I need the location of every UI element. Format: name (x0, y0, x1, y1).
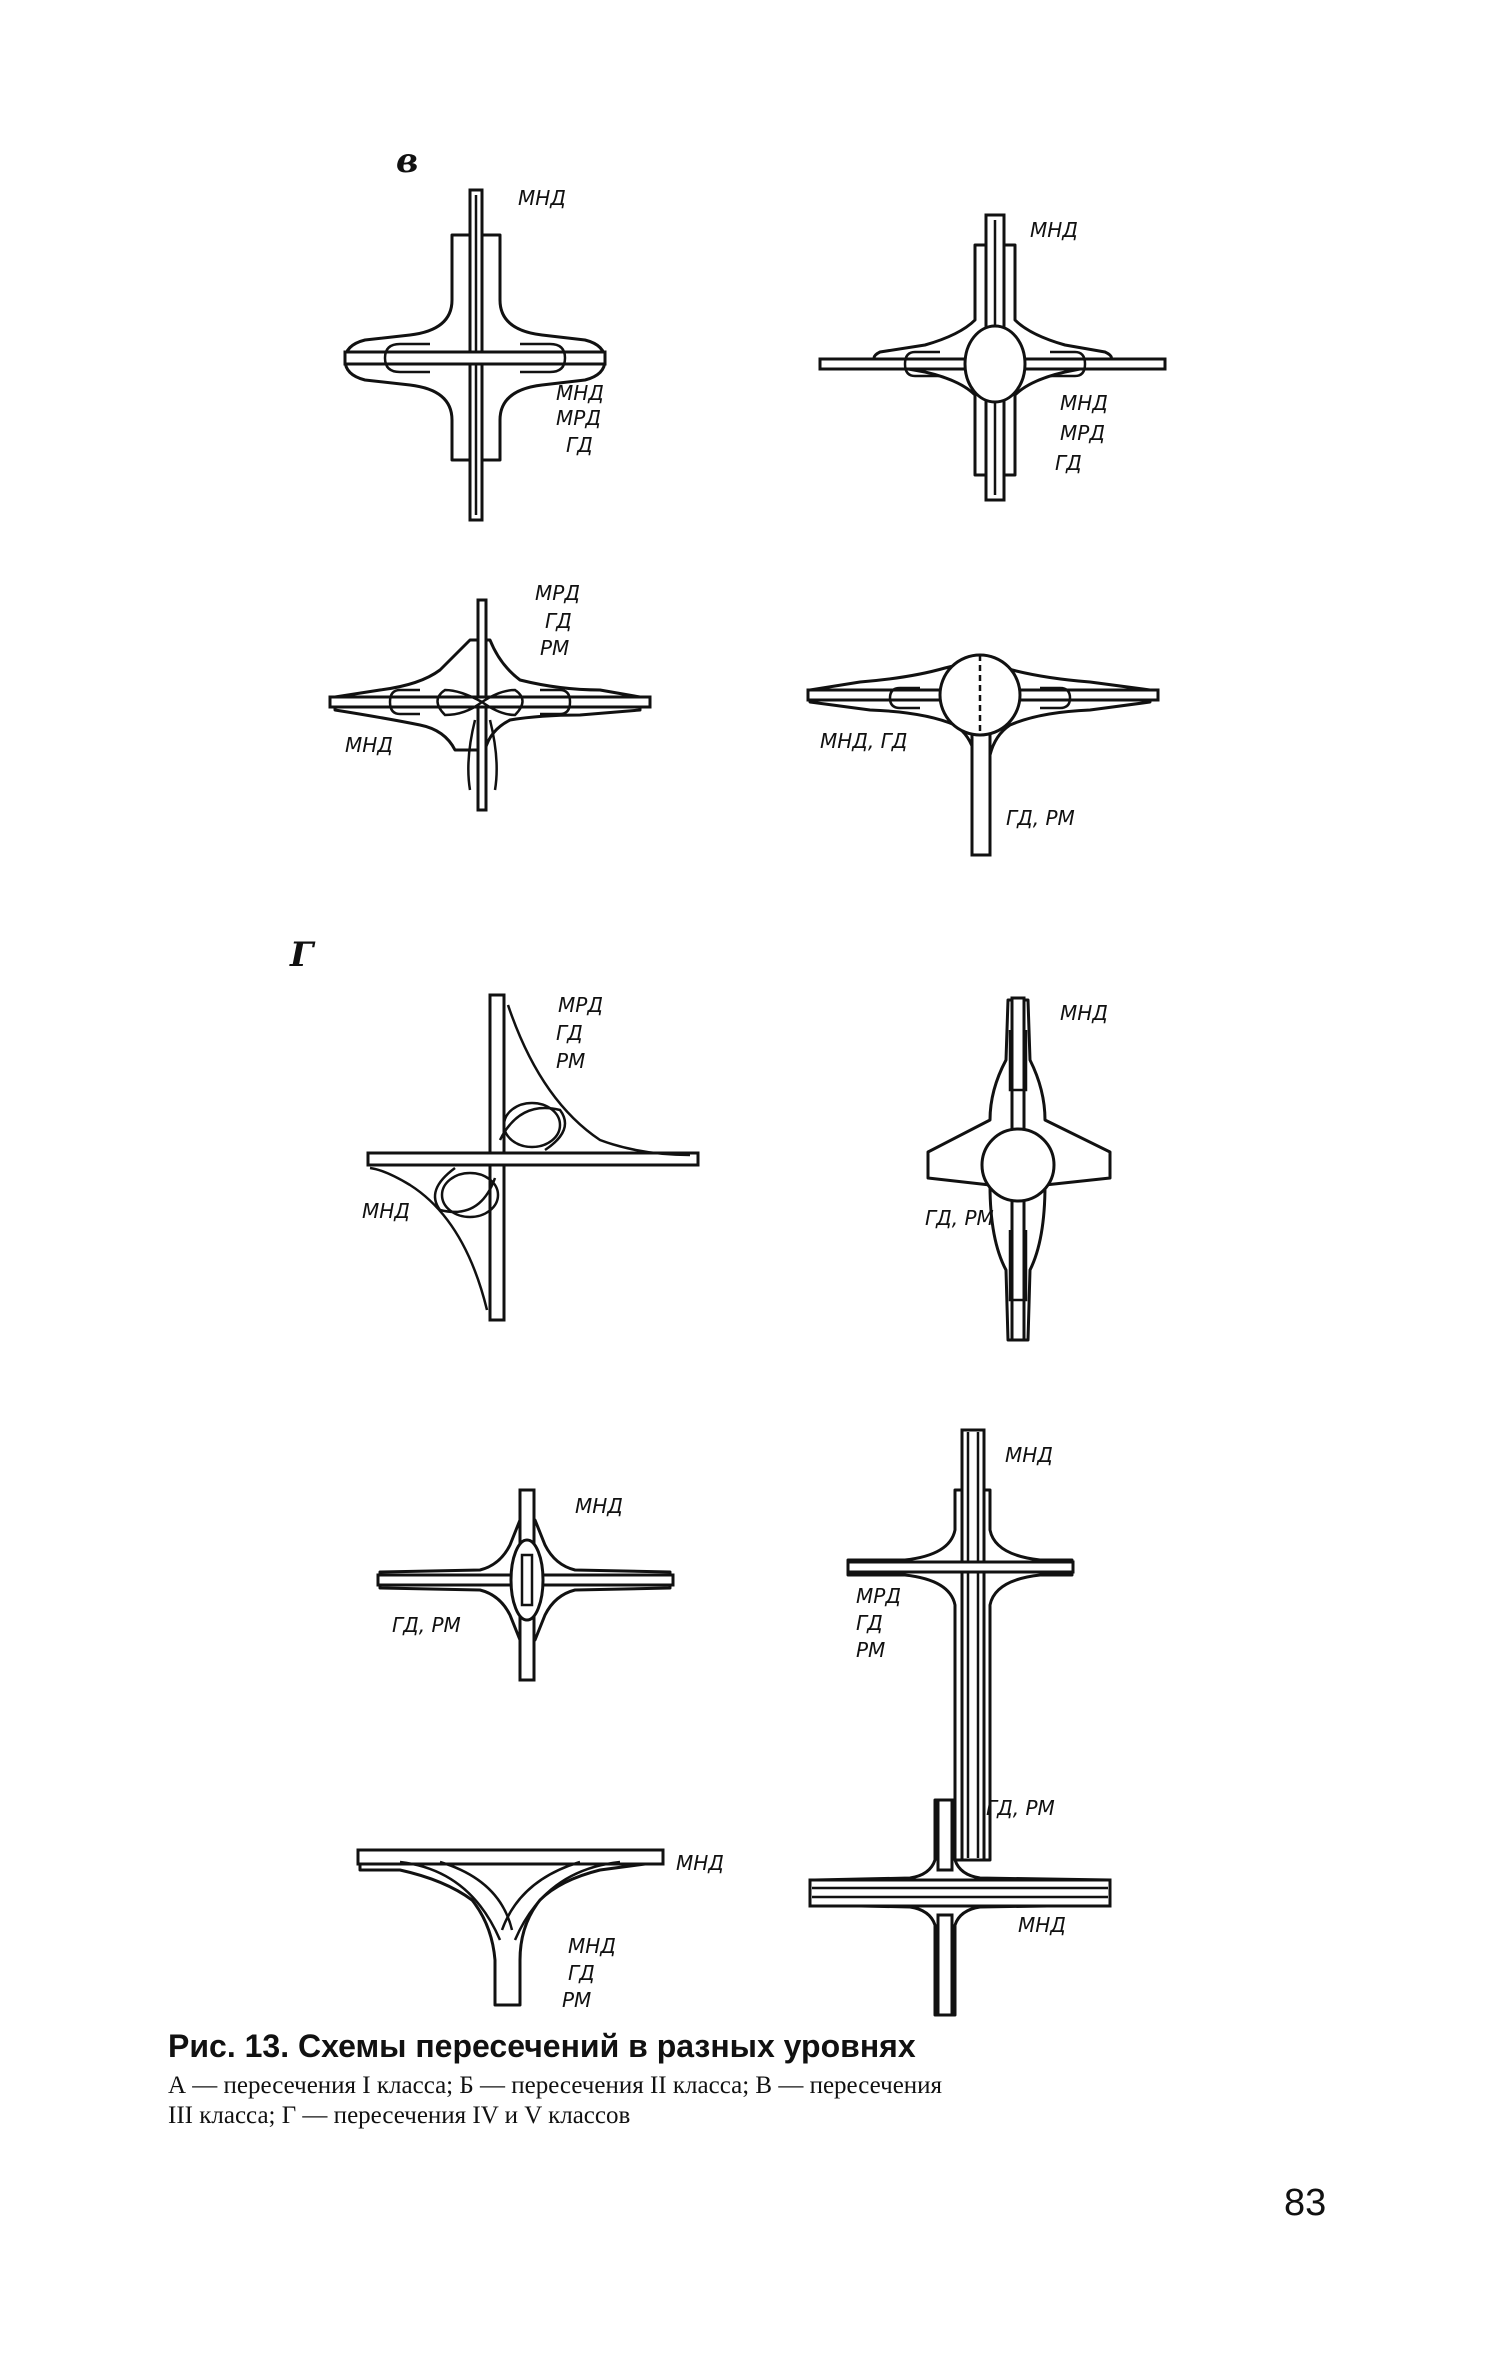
diagram-g3: МНД ГД, РМ (376, 1488, 675, 1682)
g3-top-label: МНД (575, 1494, 623, 1518)
g5-bottom-label-1: МНД (568, 1934, 616, 1958)
diagram-v3: МРД ГД РМ МНД (328, 581, 652, 812)
diagram-v4: МНД, ГД ГД, РМ (806, 653, 1160, 857)
caption-line-1: А — пересечения I класса; Б — пересечени… (168, 2072, 943, 2099)
g4-left-label-2: ГД (856, 1611, 883, 1635)
v4-left-label: МНД, ГД (820, 729, 907, 753)
diagram-v1: МНД МНД МРД ГД (343, 186, 607, 522)
v2-side-label-2: МРД (1060, 421, 1105, 445)
diagram-g2: МНД ГД, РМ (925, 996, 1112, 1342)
g1-top-label-2: ГД (556, 1021, 583, 1045)
v1-side-label-3: ГД (566, 433, 593, 457)
diagram-g1: МРД ГД РМ МНД (362, 993, 700, 1322)
v2-side-label-1: МНД (1060, 391, 1108, 415)
section-label-v: в (396, 141, 418, 181)
g6-right-label: МНД (1018, 1913, 1066, 1937)
g1-top-label-3: РМ (556, 1049, 585, 1073)
diagram-v2: МНД МНД МРД ГД (818, 213, 1167, 502)
figure-caption: Рис. 13. Схемы пересечений в разных уров… (168, 2028, 1348, 2131)
g2-top-label: МНД (1060, 1001, 1108, 1025)
v1-side-label-2: МРД (556, 406, 601, 430)
caption-title: Рис. 13. Схемы пересечений в разных уров… (168, 2028, 916, 2064)
g4-left-label-1: МРД (856, 1584, 901, 1608)
g4-top-label: МНД (1005, 1443, 1053, 1467)
v3-top-label-1: МРД (535, 581, 580, 605)
page-number: 83 (1284, 2182, 1327, 2224)
diagram-g6: ГД, РМ МНД (808, 1796, 1112, 2017)
diagram-g4: МНД МРД ГД РМ (846, 1428, 1075, 1862)
v4-bottom-label: ГД, РМ (1006, 806, 1075, 830)
v2-side-label-3: ГД (1055, 451, 1082, 475)
g5-bottom-label-2: ГД (568, 1961, 595, 1985)
g3-left-label: ГД, РМ (392, 1613, 461, 1637)
section-label-g: Г (289, 935, 316, 975)
g1-top-label-1: МРД (558, 993, 603, 1017)
v3-top-label-3: РМ (540, 636, 569, 660)
interchange-diagrams: в Г МНД МНД МРД ГД МНД МНД МРД ГД (289, 141, 1167, 2017)
g1-left-label: МНД (362, 1199, 410, 1223)
v2-top-label: МНД (1030, 218, 1078, 242)
diagram-g5: МНД МНД ГД РМ (356, 1848, 724, 2012)
g4-left-label-3: РМ (856, 1638, 885, 1662)
v3-left-label: МНД (345, 733, 393, 757)
v1-top-label: МНД (518, 186, 566, 210)
v1-side-label-1: МНД (556, 381, 604, 405)
v3-top-label-2: ГД (545, 609, 572, 633)
g2-left-label: ГД, РМ (925, 1206, 994, 1230)
g5-right-label: МНД (676, 1851, 724, 1875)
g5-bottom-label-3: РМ (562, 1988, 591, 2012)
caption-line-2: III класса; Г — пересечения IV и V класс… (168, 2102, 631, 2129)
g6-top-label: ГД, РМ (986, 1796, 1055, 1820)
